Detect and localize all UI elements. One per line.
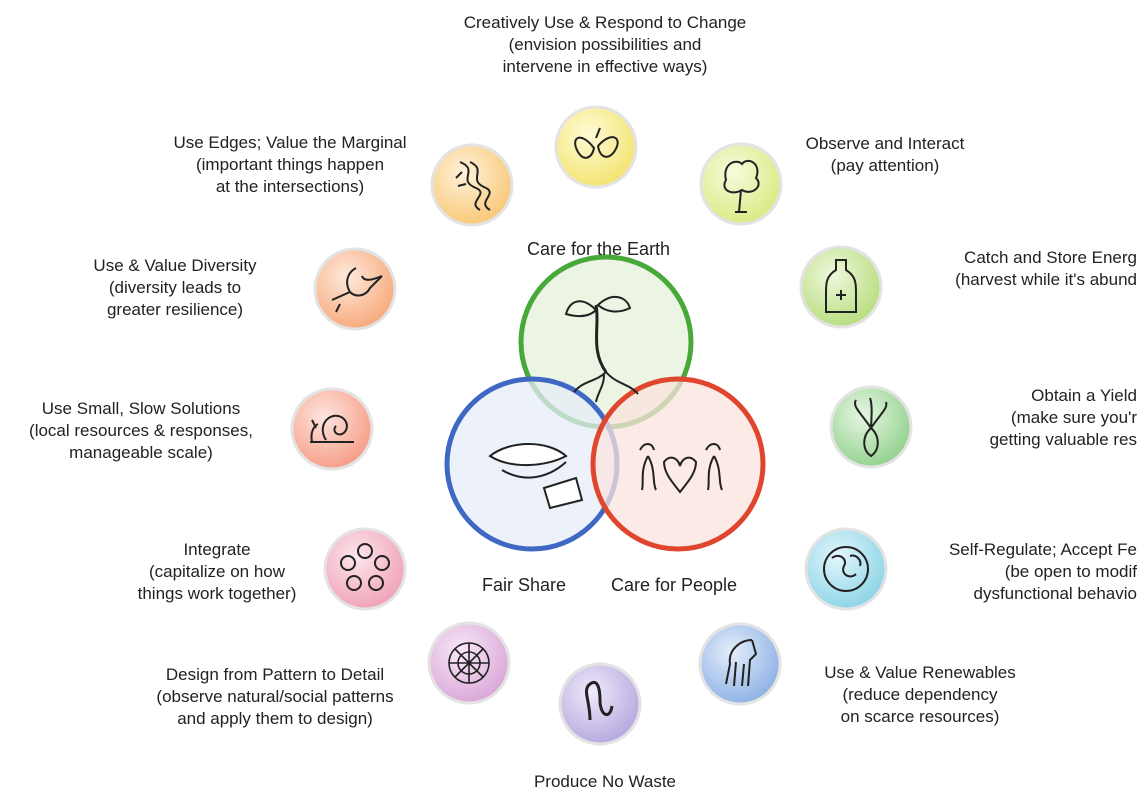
principle-description: (local resources & responses,: [29, 421, 253, 440]
spiderweb-icon: [448, 642, 490, 684]
principle-obtain-yield: Obtain a Yield (make sure you'r getting …: [940, 385, 1137, 451]
principle-title: Produce No Waste: [533, 772, 677, 791]
badge-pattern-detail: [427, 621, 511, 705]
badge-observe-interact: [699, 142, 783, 226]
principle-description: (be open to modif: [1004, 562, 1137, 581]
principle-no-waste: Produce No Waste: [500, 771, 710, 793]
principle-integrate: Integrate (capitalize on how things work…: [112, 539, 322, 605]
principle-description: getting valuable res: [989, 430, 1137, 449]
beet-icon: [854, 397, 888, 458]
fair-share-label: Fair Share: [482, 575, 567, 595]
principle-title: Catch and Store Energ: [964, 248, 1137, 267]
badge-no-waste: [558, 662, 642, 746]
venn: [444, 254, 766, 552]
principle-title: Integrate: [183, 540, 251, 559]
hummingbird-icon: [331, 267, 383, 313]
tree-icon: [723, 159, 760, 213]
flower-ring-icon: [340, 543, 390, 591]
badge-creative-change: [554, 105, 638, 189]
principle-description: (reduce dependency: [842, 685, 998, 704]
bottle-icon: [825, 259, 857, 313]
principle-description: (pay attention): [830, 156, 940, 175]
venn-people-circle: [590, 376, 766, 552]
principle-title: Self-Regulate; Accept Fe: [948, 540, 1137, 559]
principle-creative-change: Creatively Use & Respond to Change (envi…: [455, 12, 755, 78]
principle-catch-energy: Catch and Store Energ (harvest while it'…: [897, 247, 1137, 291]
principle-self-regulate: Self-Regulate; Accept Fe (be open to mod…: [898, 539, 1137, 605]
principle-small-slow: Use Small, Slow Solutions (local resourc…: [0, 398, 282, 464]
care-for-earth-label: Care for the Earth: [527, 239, 671, 259]
principle-description: things work together): [137, 584, 297, 603]
principle-edges: Use Edges; Value the Marginal (important…: [150, 132, 430, 198]
principle-pattern-detail: Design from Pattern to Detail (observe n…: [130, 664, 420, 730]
principle-description: (observe natural/social patterns: [156, 687, 394, 706]
river-edge-icon: [455, 161, 491, 211]
badge-diversity: [313, 247, 397, 331]
principle-title: Use & Value Renewables: [824, 663, 1016, 682]
badge-catch-energy: [799, 245, 883, 329]
principle-title: Use & Value Diversity: [93, 256, 257, 275]
principle-description: on scarce resources): [840, 707, 1000, 726]
badge-small-slow: [290, 387, 374, 471]
principle-description: (important things happen: [195, 155, 385, 174]
principle-description: dysfunctional behavio: [973, 584, 1137, 603]
badge-integrate: [323, 527, 407, 611]
principle-description: intervene in effective ways): [502, 57, 708, 76]
badge-renewables: [698, 622, 782, 706]
principle-description: (envision possibilities and: [508, 35, 702, 54]
principle-description: (make sure you'r: [1010, 408, 1137, 427]
horse-icon: [725, 639, 758, 687]
globe-icon: [823, 546, 869, 592]
principle-title: Creatively Use & Respond to Change: [463, 13, 747, 32]
principle-title: Design from Pattern to Detail: [165, 665, 385, 684]
principle-diversity: Use & Value Diversity (diversity leads t…: [60, 255, 290, 321]
principle-description: (diversity leads to: [108, 278, 242, 297]
principle-title: Use Small, Slow Solutions: [41, 399, 241, 418]
principle-description: (harvest while it's abund: [955, 270, 1137, 289]
principle-renewables: Use & Value Renewables (reduce dependenc…: [800, 662, 1040, 728]
badge-obtain-yield: [829, 385, 913, 469]
principle-description: and apply them to design): [177, 709, 373, 728]
principle-title: Obtain a Yield: [1031, 386, 1137, 405]
principle-title: Observe and Interact: [805, 134, 965, 153]
principle-description: (capitalize on how: [148, 562, 286, 581]
badge-edges: [430, 143, 514, 227]
principle-title: Use Edges; Value the Marginal: [173, 133, 407, 152]
principle-description: greater resilience): [106, 300, 244, 319]
worm-icon: [584, 681, 614, 721]
badge-self-regulate: [804, 527, 888, 611]
care-for-people-label: Care for People: [611, 575, 738, 595]
butterfly-icon: [574, 127, 619, 159]
principle-description: manageable scale): [69, 443, 213, 462]
principle-description: at the intersections): [215, 177, 365, 196]
principle-observe-interact: Observe and Interact (pay attention): [770, 133, 1000, 177]
snail-icon: [310, 414, 354, 443]
